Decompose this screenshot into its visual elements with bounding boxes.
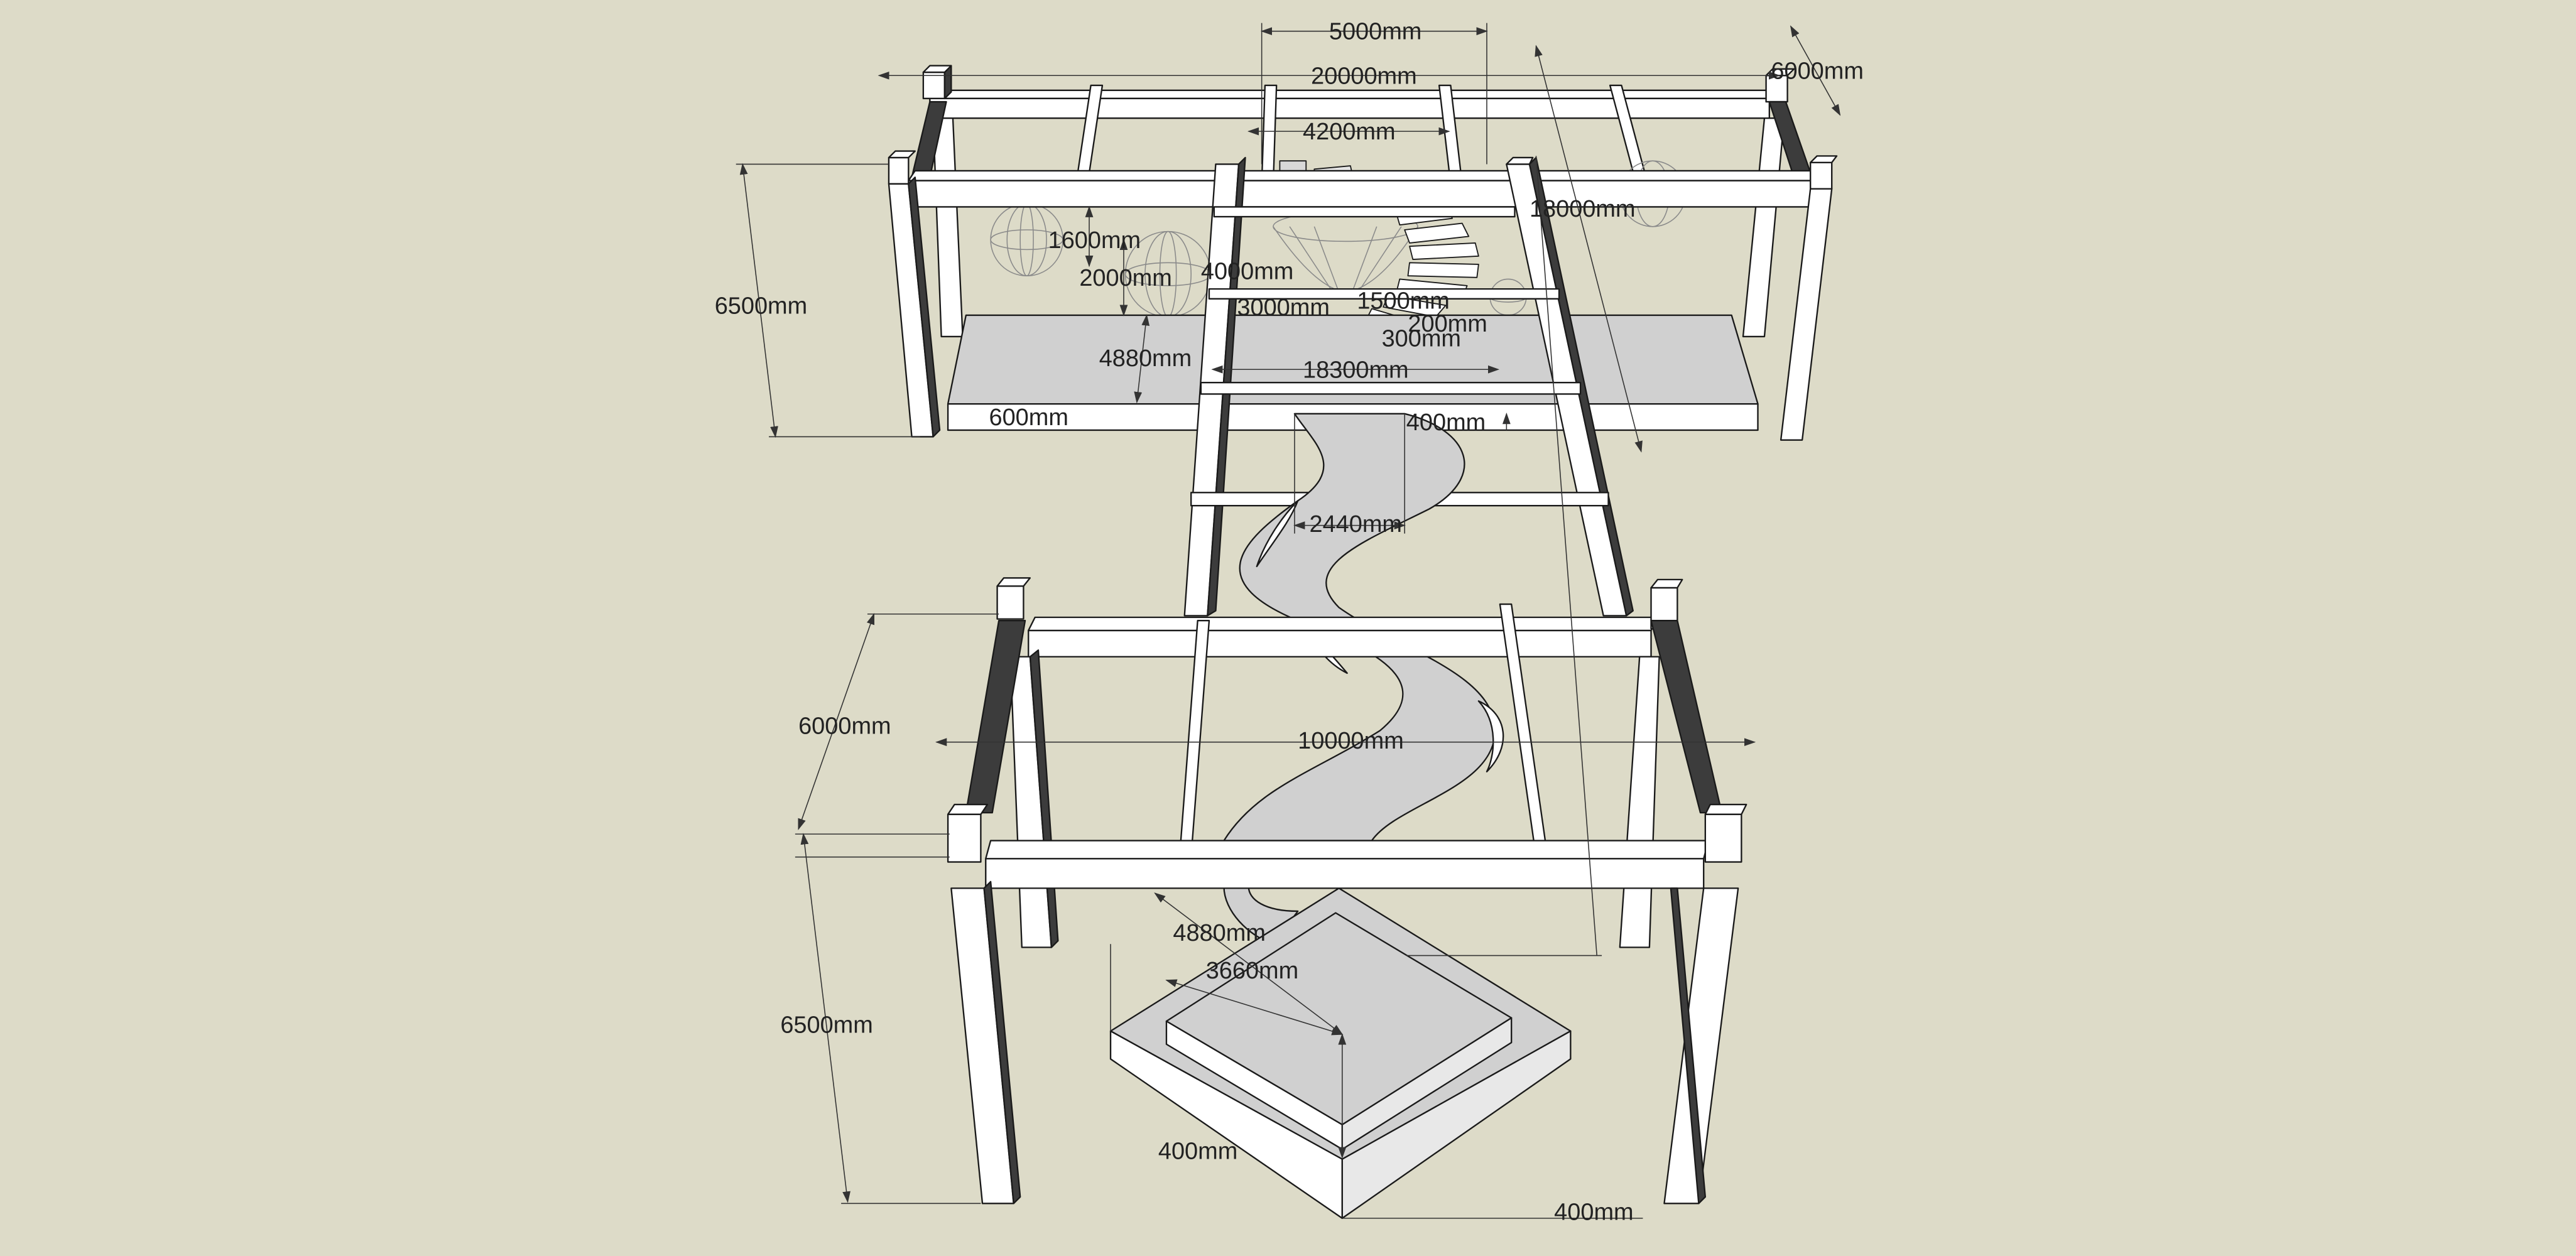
dim-20000: 20000mm [1311,63,1417,89]
upper-front-left-column [888,150,941,438]
upper-front-beam [908,170,1818,208]
lower-front-right-column [1663,803,1747,1205]
dim-300: 300mm [1382,326,1461,352]
dim-6000-lower: 6000mm [798,713,891,740]
dim-1600: 1600mm [1048,227,1141,254]
dim-600: 600mm [989,404,1068,431]
dim-5000: 5000mm [1329,19,1422,45]
lower-left-side-beam [965,620,1026,814]
dim-400-ramp: 400mm [1406,409,1486,436]
dimension-lines [736,23,1841,1219]
dim-6500-upper: 6500mm [715,293,808,319]
lower-pergola-frame [947,577,1747,1220]
dim-3660: 3660mm [1206,958,1299,984]
dim-2440: 2440mm [1310,511,1403,538]
dim-4000: 4000mm [1201,258,1294,284]
connector-cross-1 [1213,206,1516,218]
dim-4880-base: 4880mm [1173,920,1266,946]
bowl-planter [1273,211,1418,293]
dim-4880-upper: 4880mm [1099,345,1192,372]
dim-4200: 4200mm [1303,119,1396,145]
dim-6000-top: 6000mm [1771,58,1864,84]
dim-400-base-step: 400mm [1158,1139,1237,1165]
lower-front-left-column [947,803,1021,1205]
lower-right-side-beam [1650,620,1723,814]
dim-18300: 18300mm [1303,357,1409,383]
lower-back-beam [1028,616,1659,658]
dim-1500: 1500mm [1357,288,1450,315]
dim-10000: 10000mm [1298,728,1404,754]
connector-cross-3 [1200,381,1582,395]
dim-400-base-side: 400mm [1554,1199,1633,1225]
ramp-side-face [1477,700,1504,772]
upper-front-right-column [1780,155,1838,441]
dim-3000: 3000mm [1237,295,1330,321]
dim-18000: 18000mm [1530,196,1636,222]
dim-6500-lower: 6500mm [780,1012,873,1038]
dimension-labels: 5000mm 20000mm 6000mm 4200mm 18000mm 160… [715,19,1864,1226]
lower-front-beam [985,840,1710,889]
upper-back-beam [929,89,1775,119]
dim-2000: 2000mm [1079,265,1172,291]
dim-200: 200mm [1408,311,1487,337]
upper-rafter-2 [1261,84,1278,185]
